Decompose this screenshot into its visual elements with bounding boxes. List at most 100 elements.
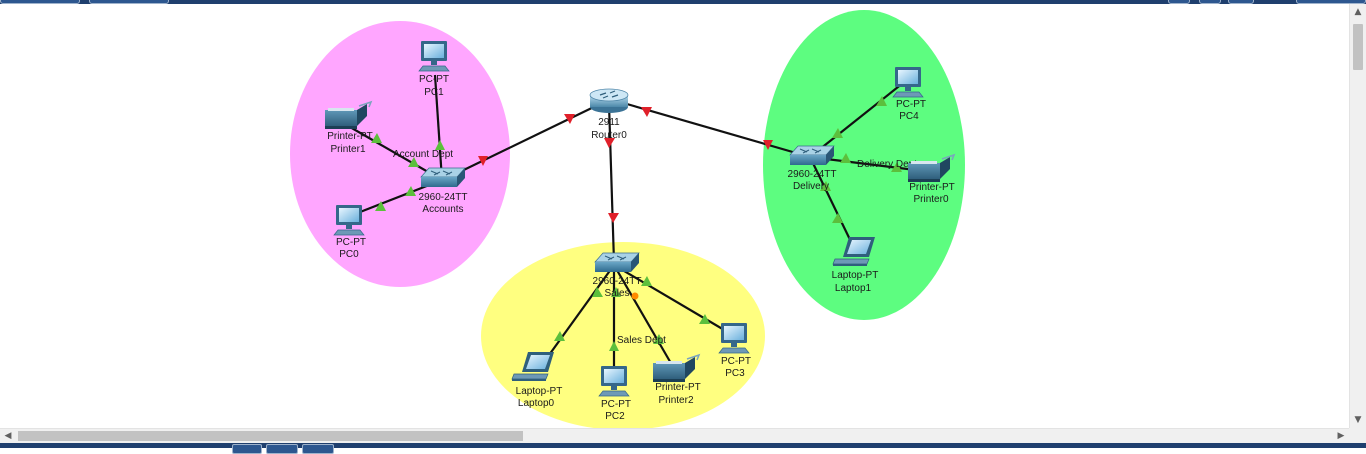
pc1-name: PC1 [424, 87, 444, 98]
switch-accounts-device[interactable]: 2960-24TT Accounts [419, 167, 468, 215]
vertical-scroll-thumb[interactable] [1353, 24, 1363, 70]
link-sales-pc3[interactable] [613, 264, 732, 335]
pc1-model: PC-PT [419, 74, 449, 85]
laptop0-model: Laptop-PT [516, 386, 563, 397]
printer1-name: Printer1 [330, 144, 365, 155]
pc4-model: PC-PT [896, 99, 926, 110]
sales-zone-label[interactable]: Sales Dept [617, 335, 666, 346]
scroll-left-icon[interactable]: ◀ [4, 431, 12, 441]
port-up-indicator [641, 276, 652, 286]
switch-icon [789, 145, 835, 165]
switch-icon [420, 167, 466, 187]
bottom-tab-3[interactable] [302, 444, 334, 454]
port-up-indicator [699, 314, 710, 324]
accounts-zone-label[interactable]: Account Dept [393, 149, 453, 160]
pc0-name: PC0 [339, 249, 359, 260]
link-router-delivery[interactable] [619, 100, 811, 159]
port-up-indicator [832, 213, 843, 223]
link-router-accounts[interactable] [442, 103, 601, 181]
port-up-indicator [592, 287, 603, 297]
port-up-indicator [408, 157, 419, 167]
link-router-sales[interactable] [607, 103, 616, 263]
laptop1-device[interactable]: Laptop-PT Laptop1 [832, 237, 879, 294]
pc-icon [598, 366, 630, 397]
top-button-3[interactable] [1228, 0, 1254, 4]
router0-device[interactable]: 2911 Router0 [589, 88, 629, 141]
vertical-scrollbar[interactable]: ▲ ▼ [1349, 4, 1366, 428]
scroll-up-icon[interactable]: ▲ [1354, 7, 1362, 17]
link-sales-printer2[interactable] [613, 264, 673, 366]
pc3-name: PC3 [725, 368, 745, 379]
switch-accounts-name: Accounts [422, 204, 463, 215]
scroll-right-icon[interactable]: ▶ [1337, 431, 1345, 441]
laptop-icon [832, 237, 875, 266]
printer0-name: Printer0 [913, 194, 948, 205]
laptop1-model: Laptop-PT [832, 270, 879, 281]
port-up-indicator [375, 201, 386, 211]
switch-delivery-device[interactable]: 2960-24TT Delivery [788, 145, 837, 192]
switch-icon [594, 252, 640, 272]
pc3-device[interactable]: PC-PT PC3 [718, 323, 751, 379]
printer1-device[interactable]: Printer-PT Printer1 [325, 100, 373, 155]
bottom-tab-2[interactable] [266, 444, 298, 454]
port-up-indicator [820, 181, 831, 191]
switch-delivery-name: Delivery [793, 181, 829, 192]
printer-icon [908, 153, 956, 182]
top-tab-1[interactable] [0, 0, 80, 4]
top-tab-2[interactable] [89, 0, 169, 4]
printer2-device[interactable]: Printer-PT Printer2 [653, 353, 701, 406]
port-up-indicator [891, 162, 902, 172]
port-orange-indicator [631, 292, 639, 300]
printer0-model: Printer-PT [909, 182, 955, 193]
pc1-device[interactable]: PC-PT PC1 [418, 41, 450, 98]
port-indicators [371, 96, 902, 351]
sales-zone[interactable] [481, 242, 765, 428]
bottom-tab-1[interactable] [232, 444, 262, 454]
pc-icon [418, 41, 450, 72]
delivery-zone[interactable] [763, 10, 965, 320]
port-up-indicator [609, 341, 619, 351]
pc2-name: PC2 [605, 411, 625, 422]
top-button-1[interactable] [1168, 0, 1190, 4]
switch-accounts-model: 2960-24TT [419, 192, 468, 203]
scroll-down-icon[interactable]: ▼ [1354, 415, 1362, 425]
laptop0-device[interactable]: Laptop-PT Laptop0 [511, 352, 563, 409]
port-router-indicator [478, 156, 488, 166]
pc2-device[interactable]: PC-PT PC2 [598, 366, 631, 422]
delivery-zone-label[interactable]: Delivery Dept [857, 159, 917, 170]
router0-model: 2911 [598, 117, 620, 128]
link-sales-laptop0[interactable] [543, 264, 615, 363]
window-bottom-bar [0, 443, 1366, 454]
horizontal-scrollbar[interactable]: ◀ ▶ [0, 428, 1349, 443]
printer1-model: Printer-PT [327, 131, 373, 142]
link-delivery-pc4[interactable] [809, 82, 904, 158]
switch-sales-name: Sales [604, 288, 629, 299]
port-up-indicator [435, 140, 445, 150]
printer-icon [653, 353, 701, 382]
topology-workspace[interactable]: Account Dept Sales Dept Delivery Dept 29… [0, 4, 1349, 428]
port-up-indicator [371, 133, 382, 143]
port-up-indicator [832, 128, 843, 138]
port-up-indicator [876, 96, 887, 106]
pc4-device[interactable]: PC-PT PC4 [892, 67, 926, 122]
port-router-indicator [564, 114, 575, 124]
pc-icon [892, 67, 924, 98]
pc4-name: PC4 [899, 111, 919, 122]
pc3-model: PC-PT [721, 356, 751, 367]
port-up-indicator [840, 153, 851, 163]
switch-sales-device[interactable]: 2960-24TT Sales [593, 252, 642, 299]
window-top-bar [0, 0, 1366, 4]
printer2-model: Printer-PT [655, 382, 701, 393]
link-delivery-laptop1[interactable] [809, 156, 856, 251]
printer2-name: Printer2 [658, 395, 693, 406]
horizontal-scroll-thumb[interactable] [18, 431, 523, 441]
pc-icon [718, 323, 750, 354]
switch-sales-model: 2960-24TT [593, 276, 642, 287]
port-router-indicator [604, 138, 615, 148]
pc0-device[interactable]: PC-PT PC0 [333, 205, 366, 260]
printer0-device[interactable]: Printer-PT Printer0 [908, 153, 956, 205]
link-accounts-pc1[interactable] [433, 74, 444, 181]
top-button-2[interactable] [1199, 0, 1221, 4]
printer-icon [325, 100, 373, 129]
router0-name: Router0 [591, 130, 627, 141]
